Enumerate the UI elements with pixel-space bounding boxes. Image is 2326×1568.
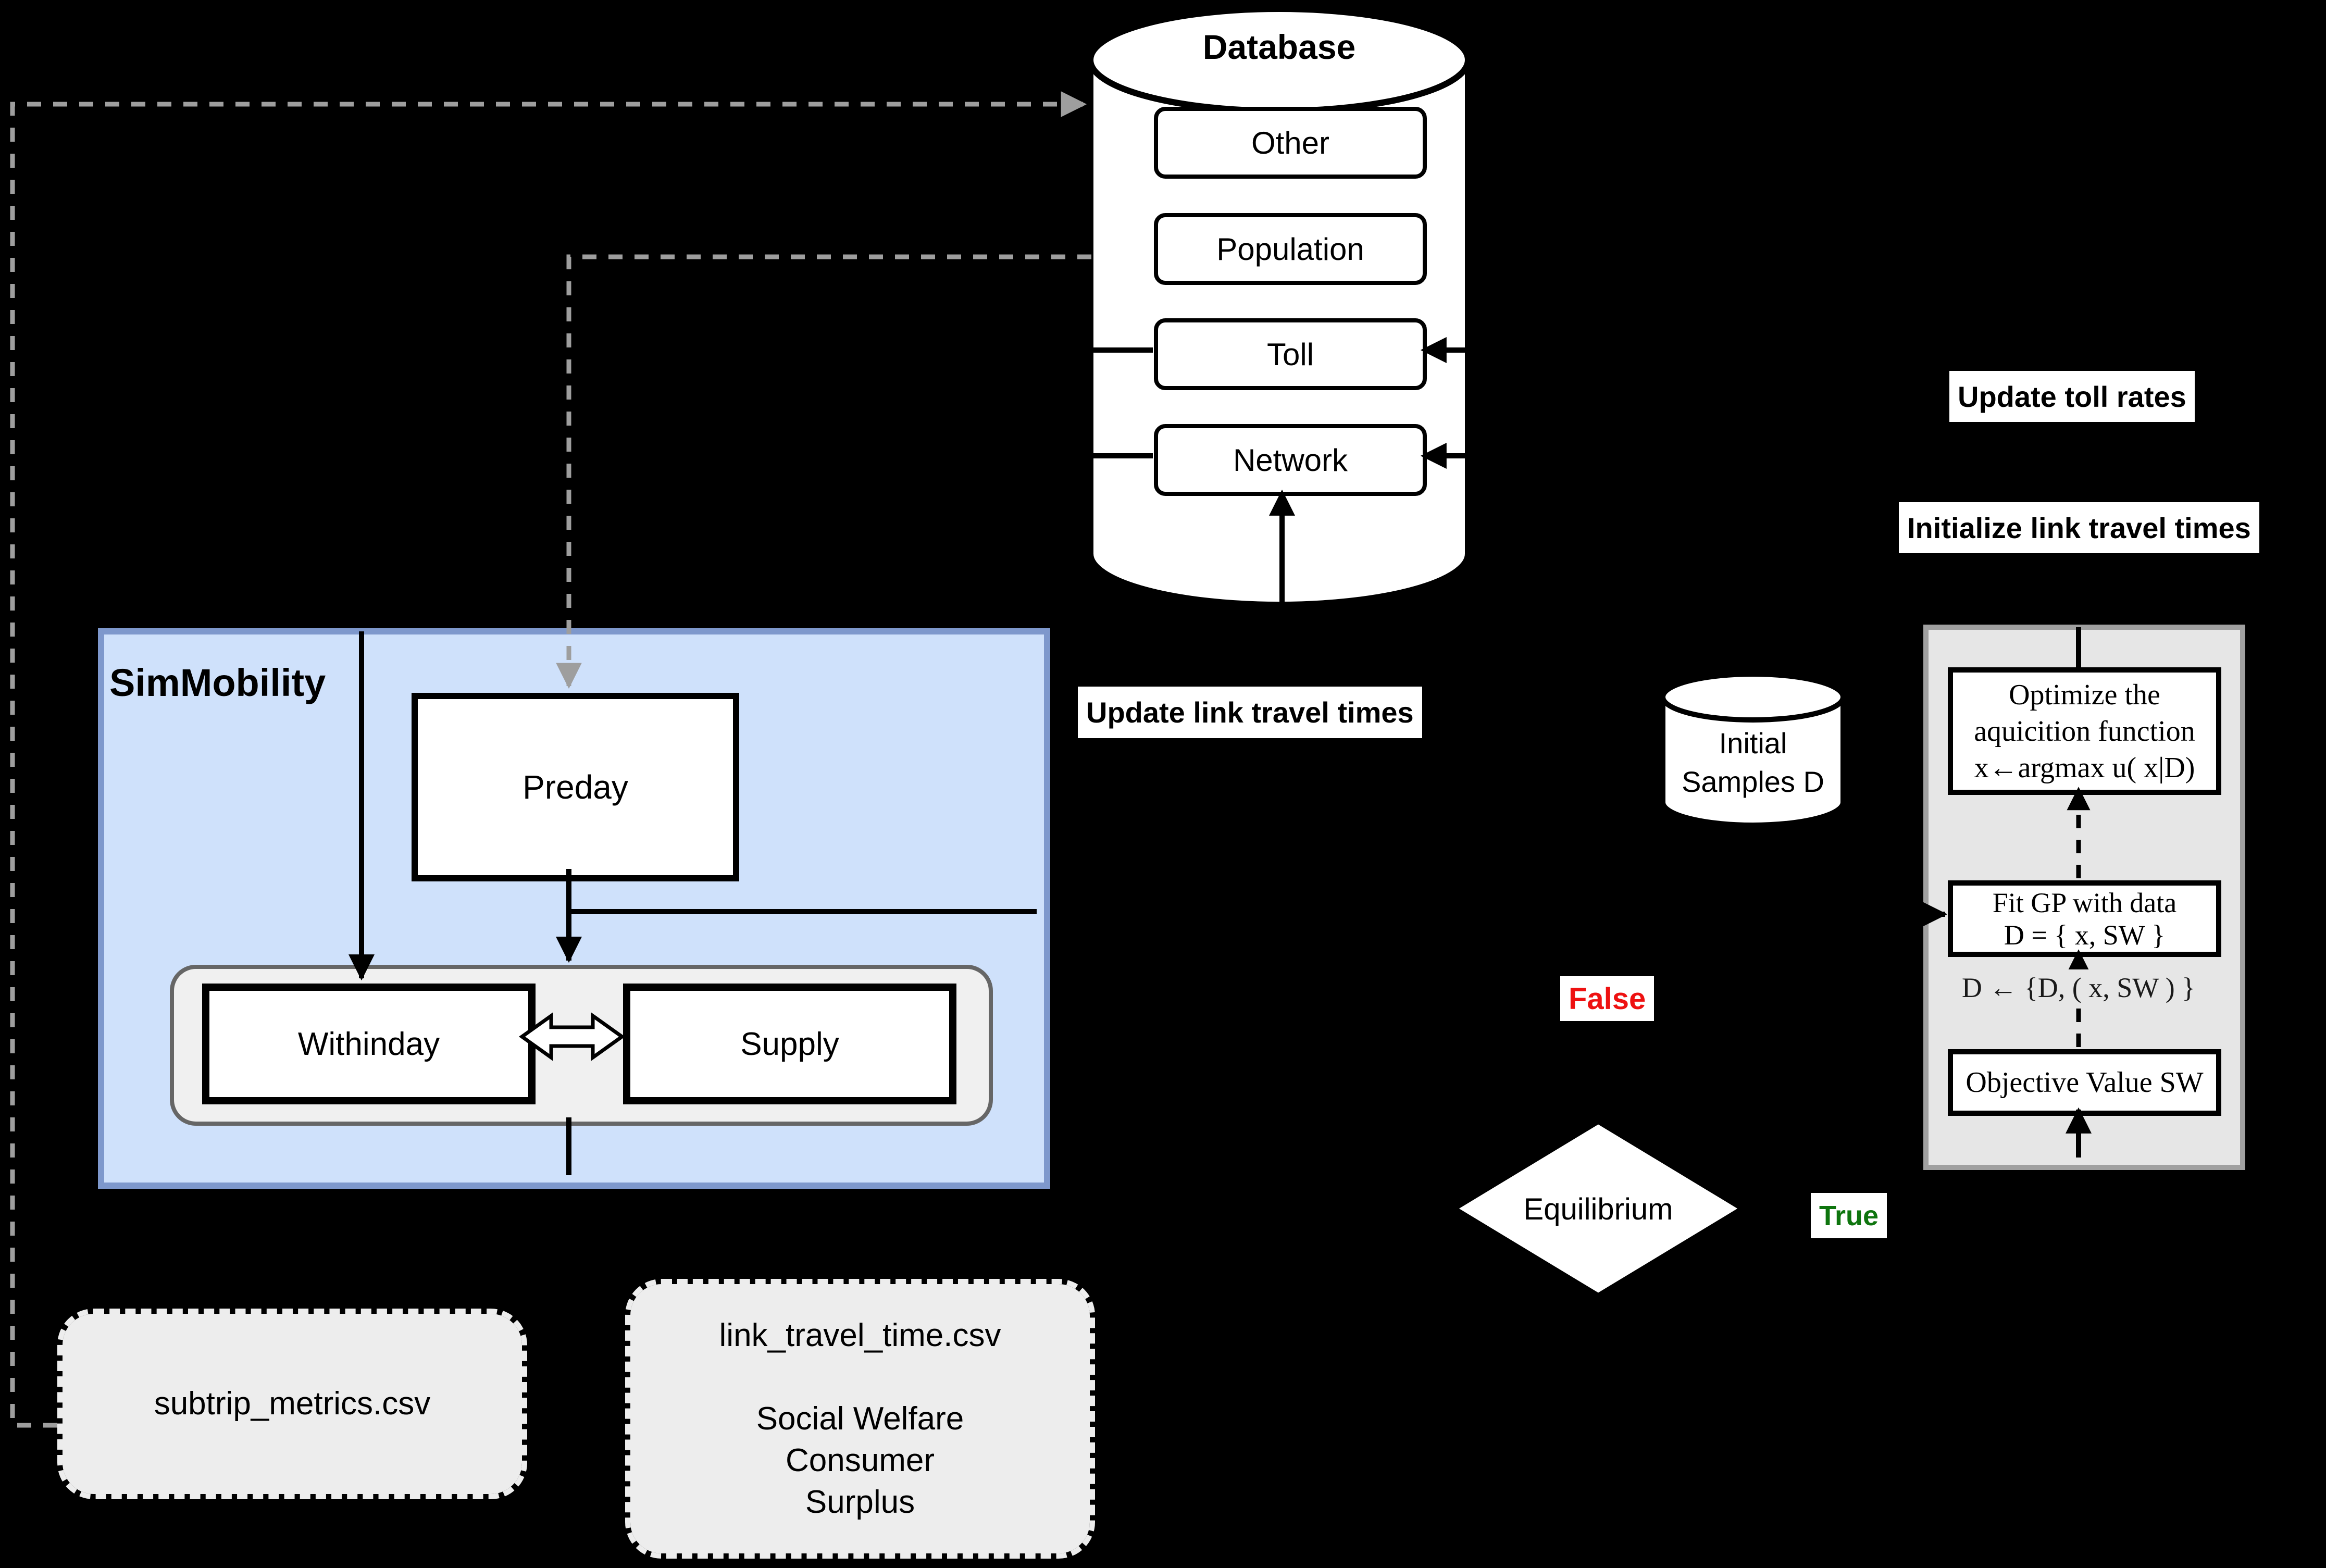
- subtrip-metrics-label: subtrip_metrics.csv: [154, 1386, 431, 1422]
- preday-label: Preday: [523, 768, 628, 806]
- update-toll-rates-label: Update toll rates: [1949, 371, 2195, 422]
- db-item-other: Other: [1154, 107, 1427, 179]
- simmobility-title: SimMobility: [109, 661, 326, 704]
- withinday-label: Withinday: [297, 1026, 440, 1062]
- preday-box: Preday: [412, 693, 739, 881]
- dataset-update-label: D ← {D, ( x, SW ) }: [1956, 969, 2201, 1006]
- db-item-other-label: Other: [1251, 125, 1330, 160]
- supply-box: Supply: [623, 984, 956, 1104]
- equilibrium-diamond: [1453, 1121, 1744, 1297]
- database-title: Database: [1202, 28, 1356, 66]
- initialize-link-travel-times-label: Initialize link travel times: [1899, 502, 2259, 553]
- db-item-population: Population: [1154, 213, 1427, 285]
- objective-value-label: Objective Value SW: [1966, 1066, 2204, 1099]
- false-branch-label: False: [1560, 976, 1655, 1021]
- initial-samples-cylinder: [1660, 671, 1846, 828]
- db-item-population-label: Population: [1216, 231, 1364, 267]
- supply-label: Supply: [740, 1026, 839, 1062]
- db-item-network: Network: [1154, 424, 1427, 496]
- true-branch-label: True: [1811, 1193, 1887, 1238]
- db-item-toll: Toll: [1154, 318, 1427, 390]
- withinday-box: Withinday: [202, 984, 536, 1104]
- subtrip-metrics-box: subtrip_metrics.csv: [57, 1309, 527, 1499]
- update-link-travel-times-label: Update link travel times: [1078, 687, 1422, 738]
- objective-value-box: Objective Value SW: [1948, 1049, 2221, 1116]
- equilibrium-label: Equilibrium: [1523, 1192, 1673, 1226]
- database-cylinder: [1087, 6, 1471, 608]
- db-item-network-label: Network: [1233, 442, 1348, 478]
- db-item-toll-label: Toll: [1266, 337, 1314, 372]
